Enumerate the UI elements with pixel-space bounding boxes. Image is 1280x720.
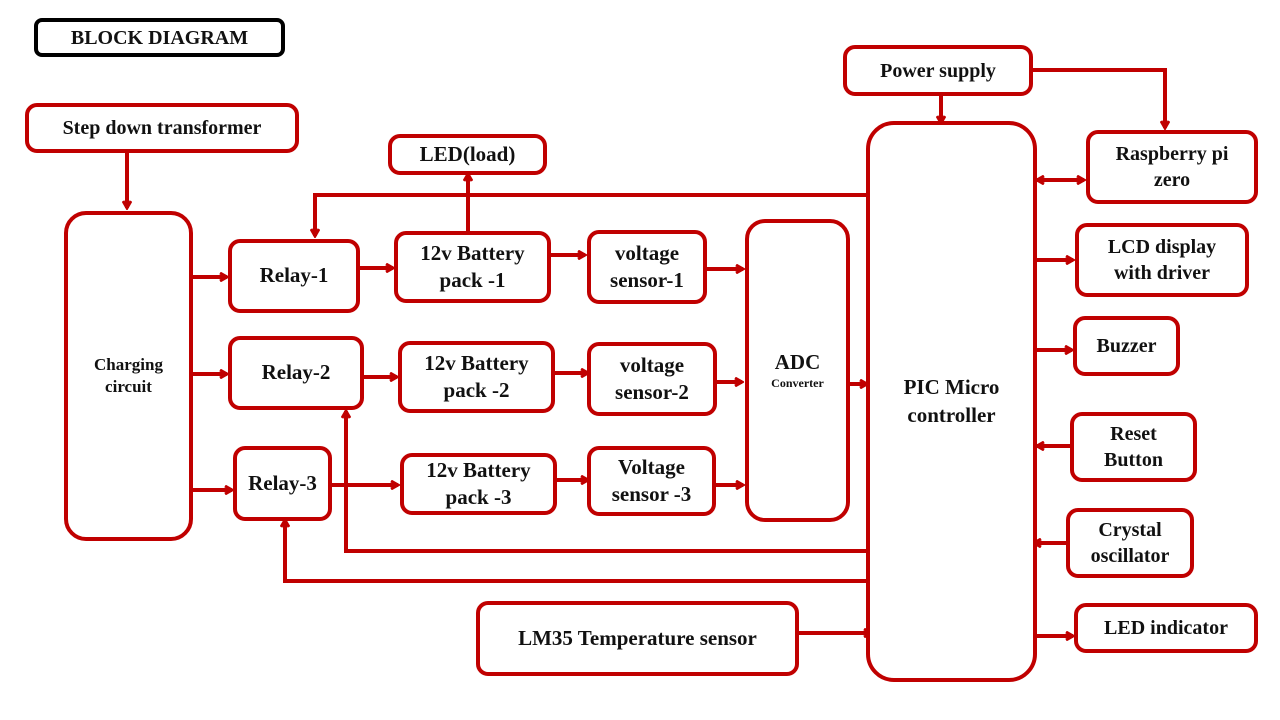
block-raspberry-pi-zero: Raspberry pi zero — [1086, 130, 1258, 204]
block-label: LED indicator — [1104, 617, 1228, 639]
block-label: 12v Battery pack -2 — [424, 350, 529, 402]
block-label: voltage sensor-2 — [615, 352, 689, 404]
block-voltage-sensor-2: voltage sensor-2 — [587, 342, 717, 416]
block-sublabel: Converter — [771, 376, 824, 391]
block-label: 12v Battery pack -3 — [426, 457, 531, 509]
block-label: 12v Battery pack -1 — [420, 240, 525, 292]
block-label: Relay-2 — [261, 360, 331, 385]
block-label: Relay-3 — [248, 470, 317, 495]
block-charging-circuit: Charging circuit — [64, 211, 193, 541]
wire-power-to-raspberry — [1032, 68, 1165, 128]
block-label: LM35 Temperature sensor — [518, 625, 757, 650]
block-label: Step down transformer — [62, 117, 262, 139]
block-power-supply: Power supply — [843, 45, 1033, 96]
block-label: ADC — [774, 350, 821, 375]
block-reset-button: Reset Button — [1070, 412, 1197, 482]
block-relay-3: Relay-3 — [233, 446, 332, 521]
wire-pic-to-relay2 — [346, 411, 868, 553]
block-voltage-sensor-1: voltage sensor-1 — [587, 230, 707, 304]
diagram-title-text: BLOCK DIAGRAM — [70, 26, 249, 49]
block-relay-1: Relay-1 — [228, 239, 360, 313]
block-label: Power supply — [880, 59, 996, 82]
block-adc-converter: ADC Converter — [745, 219, 850, 522]
block-label: Relay-1 — [259, 263, 329, 288]
block-lm35-temperature-sensor: LM35 Temperature sensor — [476, 601, 799, 676]
block-battery-pack-2: 12v Battery pack -2 — [398, 341, 555, 413]
block-crystal-oscillator: Crystal oscillator — [1066, 508, 1194, 578]
block-pic-microcontroller: PIC Micro controller — [866, 121, 1037, 682]
block-buzzer: Buzzer — [1073, 316, 1180, 376]
block-led-load: LED(load) — [388, 134, 547, 175]
block-voltage-sensor-3: Voltage sensor -3 — [587, 446, 716, 516]
wire-pic-to-relay1 — [315, 193, 868, 236]
block-label: Voltage sensor -3 — [611, 454, 692, 506]
block-step-down-transformer: Step down transformer — [25, 103, 299, 153]
block-label: Reset Button — [1104, 423, 1163, 471]
block-label: Raspberry pi zero — [1115, 143, 1229, 191]
block-label: Buzzer — [1096, 335, 1157, 357]
block-label: Crystal oscillator — [1090, 519, 1170, 567]
block-label: Charging circuit — [94, 354, 163, 396]
block-label: voltage sensor-1 — [610, 240, 684, 292]
block-label: LED(load) — [419, 141, 516, 166]
wire-pic-to-relay3 — [285, 520, 868, 583]
diagram-title: BLOCK DIAGRAM — [34, 18, 285, 57]
block-relay-2: Relay-2 — [228, 336, 364, 410]
block-battery-pack-1: 12v Battery pack -1 — [394, 231, 551, 303]
block-label: PIC Micro controller — [903, 375, 1000, 427]
block-battery-pack-3: 12v Battery pack -3 — [400, 453, 557, 515]
block-led-indicator: LED indicator — [1074, 603, 1258, 653]
block-lcd-display: LCD display with driver — [1075, 223, 1249, 297]
block-label: LCD display with driver — [1107, 236, 1217, 284]
